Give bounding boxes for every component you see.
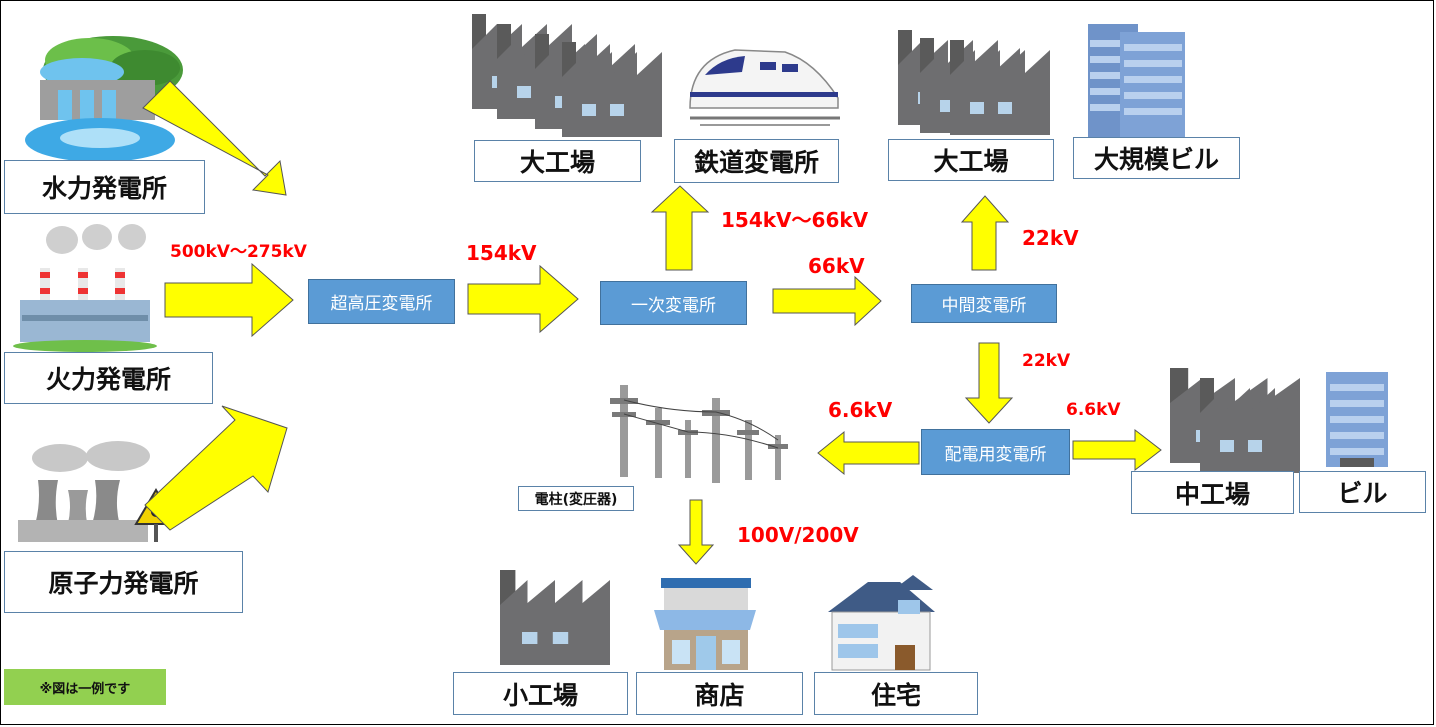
large-factory-1-icon bbox=[472, 14, 662, 137]
building-icon bbox=[1326, 372, 1388, 467]
voltage-66: 66kV bbox=[808, 254, 865, 278]
house-label: 住宅 bbox=[814, 672, 978, 715]
large-factory-1-label: 大工場 bbox=[474, 140, 641, 182]
voltage-22-upper: 22kV bbox=[1022, 226, 1079, 250]
nuclear-plant-icon bbox=[18, 441, 178, 542]
thermal-plant-label: 火力発電所 bbox=[4, 352, 213, 404]
ultra-high-voltage-substation: 超高圧変電所 bbox=[308, 279, 455, 324]
hydro-plant-icon bbox=[25, 36, 183, 162]
large-factory-2-label: 大工場 bbox=[888, 139, 1054, 181]
house-icon bbox=[828, 575, 935, 671]
small-factory-icon bbox=[500, 570, 610, 665]
arrow-thermal bbox=[164, 262, 294, 338]
arrow-to-distribution bbox=[964, 342, 1014, 424]
bullet-train-icon bbox=[689, 49, 840, 126]
large-building-icon bbox=[1088, 24, 1185, 139]
railway-substation-label: 鉄道変電所 bbox=[674, 139, 839, 183]
voltage-100-200: 100V/200V bbox=[737, 523, 859, 547]
utility-pole-icon bbox=[610, 385, 788, 483]
thermal-plant-icon bbox=[13, 224, 157, 352]
voltage-154: 154kV bbox=[466, 241, 537, 265]
arrow-to-primary bbox=[467, 264, 579, 334]
shop-label: 商店 bbox=[636, 672, 803, 715]
large-factory-2-icon bbox=[898, 30, 1050, 135]
example-note: ※図は一例です bbox=[4, 669, 166, 705]
arrow-to-midfactory bbox=[1072, 428, 1162, 472]
arrow-to-pole bbox=[817, 430, 920, 476]
arrow-to-bigfactory2 bbox=[960, 195, 1010, 271]
building-label: ビル bbox=[1299, 471, 1426, 513]
voltage-generation: 500kV〜275kV bbox=[170, 242, 307, 262]
shop-icon bbox=[654, 578, 756, 670]
voltage-6_6-left: 6.6kV bbox=[828, 398, 893, 422]
large-building-label: 大規模ビル bbox=[1073, 137, 1240, 179]
arrow-to-railway bbox=[650, 185, 710, 271]
arrow-to-consumers bbox=[677, 499, 715, 565]
arrow-nuclear bbox=[144, 405, 288, 531]
arrows bbox=[142, 80, 1162, 565]
primary-substation: 一次変電所 bbox=[600, 281, 747, 325]
utility-pole-label: 電柱(変圧器) bbox=[518, 486, 634, 511]
mid-factory-icon bbox=[1170, 368, 1300, 473]
nuclear-plant-label: 原子力発電所 bbox=[4, 551, 243, 613]
mid-factory-label: 中工場 bbox=[1131, 471, 1294, 514]
arrow-to-intermediate bbox=[772, 275, 882, 327]
voltage-6_6-right: 6.6kV bbox=[1066, 400, 1121, 420]
small-factory-label: 小工場 bbox=[453, 672, 628, 715]
voltage-154-66: 154kV〜66kV bbox=[721, 208, 869, 232]
arrow-hydro bbox=[142, 80, 287, 196]
voltage-22-lower: 22kV bbox=[1022, 351, 1071, 371]
intermediate-substation: 中間変電所 bbox=[911, 284, 1057, 323]
hydro-plant-label: 水力発電所 bbox=[4, 160, 205, 214]
distribution-substation: 配電用変電所 bbox=[921, 429, 1070, 475]
